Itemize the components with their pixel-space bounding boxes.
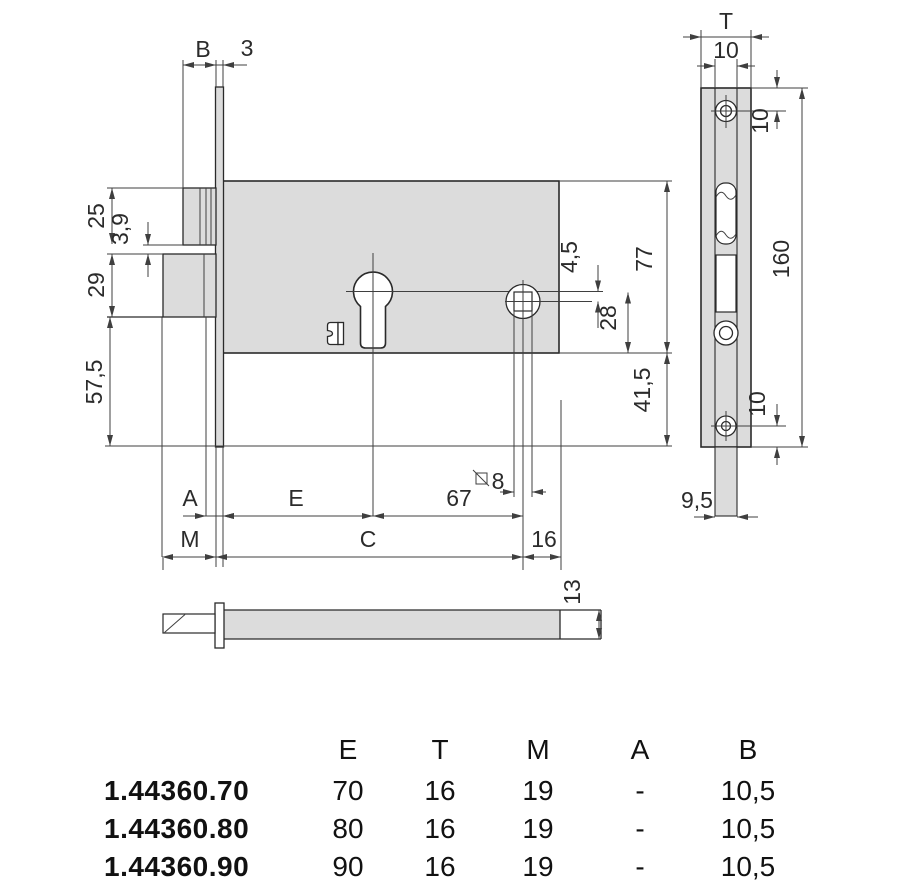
dim-29: 29 (83, 254, 115, 317)
side-view: T 10 160 10 10 (681, 8, 808, 520)
dim-160: 160 (751, 87, 808, 448)
cell-a: - (635, 775, 645, 806)
dim-label-10-width: 10 (713, 37, 739, 63)
dim-label-67: 67 (446, 485, 472, 511)
dim-label-c: C (360, 526, 377, 552)
dim-label-57-5: 57,5 (81, 360, 107, 405)
cell-m: 19 (522, 775, 554, 806)
latch-plan (162, 613, 216, 634)
cell-b: 10,5 (720, 775, 776, 806)
product-code: 1.44360.70 (104, 775, 250, 806)
dim-t: T (683, 8, 769, 88)
cell-t: 16 (424, 851, 456, 882)
lock-case-front (222, 180, 560, 354)
dim-label-m: M (180, 526, 199, 552)
cell-e: 80 (332, 813, 364, 844)
dim-label-25: 25 (83, 203, 109, 229)
column-header-t: T (431, 734, 449, 765)
dim-label-e: E (288, 485, 303, 511)
cell-e: 90 (332, 851, 364, 882)
euro-cylinder-hole (346, 253, 603, 516)
dim-77: 77 (631, 181, 670, 353)
faceplate-plan (214, 602, 225, 649)
cell-a: - (635, 851, 645, 882)
dim-28: 28 (595, 292, 631, 353)
front-view: B 3 25 3,9 29 57,5 4,5 28 (81, 35, 672, 570)
dim-label-160: 160 (768, 240, 794, 278)
cell-t: 16 (424, 813, 456, 844)
cell-m: 19 (522, 851, 554, 882)
dim-label-10-bottom: 10 (744, 391, 770, 417)
dim-label-41-5: 41,5 (629, 368, 655, 413)
inner-strip-protrusion (714, 446, 738, 517)
dim-10-top: 10 (747, 70, 780, 134)
dim-9-5: 9,5 (681, 487, 758, 520)
dim-label-b: B (195, 36, 210, 62)
faceplate-front (214, 86, 225, 448)
dim-label-9-5: 9,5 (681, 487, 713, 513)
technical-drawing: B 3 25 3,9 29 57,5 4,5 28 (81, 8, 808, 649)
dim-3-9: 3,9 (107, 213, 151, 277)
cylinder-slot (715, 182, 737, 245)
follower-slot (715, 254, 737, 313)
product-code: 1.44360.90 (104, 851, 250, 882)
dim-label-3-9: 3,9 (107, 213, 133, 245)
dim-row-m-c-16: M C 16 (162, 526, 561, 560)
dim-label-10-top: 10 (747, 108, 773, 134)
dim-label-77: 77 (631, 246, 657, 272)
dim-10-width: 10 (697, 37, 755, 88)
screw-hole-bottom (711, 411, 786, 441)
dim-square-8: 8 (472, 468, 546, 495)
lock-case-plan (222, 610, 560, 639)
dim-4-5: 4,5 (556, 241, 601, 328)
follower-hub-side (713, 320, 739, 346)
latch-bolt-front (182, 187, 217, 246)
spindle-follower-hole (505, 280, 592, 570)
dim-b: B 3 (183, 35, 254, 68)
dim-label-8: 8 (492, 468, 505, 494)
dim-row-a-e-67: A E 67 (182, 485, 523, 519)
bottom-view: 13 (162, 579, 602, 649)
screw-hole-top (711, 95, 786, 128)
dim-13: 13 (559, 579, 602, 639)
dim-label-t: T (719, 8, 733, 34)
column-header-a: A (630, 734, 650, 765)
cell-a: - (635, 813, 645, 844)
cell-m: 19 (522, 813, 554, 844)
dim-label-3: 3 (241, 35, 254, 61)
dim-label-29: 29 (83, 272, 109, 298)
cell-e: 70 (332, 775, 364, 806)
dim-25: 25 (83, 188, 115, 244)
dim-57-5: 57,5 (81, 317, 113, 446)
dim-label-16: 16 (531, 526, 557, 552)
dim-41-5: 41,5 (629, 353, 670, 446)
dim-label-13: 13 (559, 579, 585, 605)
cell-b: 10,5 (720, 813, 776, 844)
dim-10-bottom: 10 (744, 391, 780, 465)
product-code: 1.44360.80 (104, 813, 250, 844)
column-header-b: B (738, 734, 758, 765)
column-header-m: M (526, 734, 550, 765)
cell-t: 16 (424, 775, 456, 806)
dim-label-a: A (182, 485, 198, 511)
deadbolt-front (162, 253, 217, 318)
spring-clip-detail (326, 321, 345, 346)
dim-label-28: 28 (595, 305, 621, 331)
cell-b: 10,5 (720, 851, 776, 882)
column-header-e: E (338, 734, 358, 765)
dim-label-4-5: 4,5 (556, 241, 582, 273)
